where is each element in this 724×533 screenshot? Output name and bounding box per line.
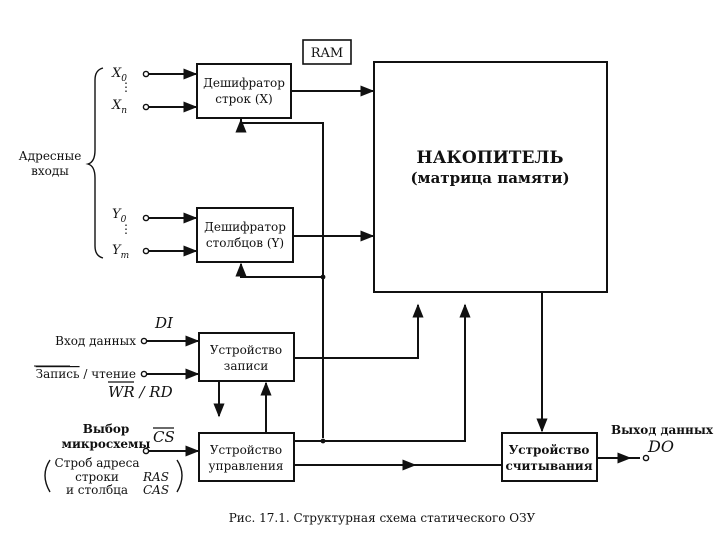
x0-terminal <box>142 70 150 78</box>
strobe-group: Строб адреса строки и столбца RAS CAS <box>44 456 183 497</box>
control-bus-junction <box>320 438 326 444</box>
control-device-block: Устройство управления <box>198 432 295 482</box>
cas-signal: CAS <box>143 483 169 497</box>
storage-label-line1: НАКОПИТЕЛЬ <box>417 148 564 168</box>
wr-rd-signal: WR / RD <box>108 383 173 401</box>
row-decoder-label-line2: строк (X) <box>215 92 273 106</box>
strobe-left-paren <box>44 459 51 493</box>
figure-caption: Рис. 17.1. Структурная схема статическог… <box>229 511 536 525</box>
xn-label: Xn <box>111 98 127 116</box>
control-device-label-line2: управления <box>209 459 284 473</box>
storage-matrix-block: НАКОПИТЕЛЬ (матрица памяти) <box>373 61 608 293</box>
data-in-input: DI Вход данных <box>55 314 200 348</box>
storage-label-line2: (матрица памяти) <box>410 169 569 187</box>
ras-signal: RAS <box>142 470 169 484</box>
data-out-label: Выход данных <box>611 423 714 437</box>
row-decoder-label-line1: Дешифратор <box>203 76 285 90</box>
y-ellipsis: ⋮ <box>120 222 132 236</box>
address-inputs-label-line1: Адресные <box>19 149 82 163</box>
read-device-label-line1: Устройство <box>509 443 590 457</box>
row-decoder-block: Дешифратор строк (X) <box>196 63 292 119</box>
data-in-signal: DI <box>154 314 174 332</box>
y0-label: Y0 <box>112 207 127 225</box>
address-inputs-group: Адресные входы <box>19 67 104 259</box>
strobe-label-line1: Строб адреса <box>55 456 140 470</box>
address-brace <box>85 67 104 259</box>
column-decoder-block: Дешифратор столбцов (Y) <box>196 207 294 263</box>
data-out-terminal <box>642 454 650 462</box>
control-device-label-line1: Устройство <box>210 443 282 457</box>
write-read-label: Запись / чтение <box>36 367 136 381</box>
x-ellipsis: ⋮ <box>120 80 132 94</box>
read-device-block: Устройство считывания <box>501 432 598 482</box>
ym-label: Ym <box>112 243 129 261</box>
junction-dot <box>320 274 326 280</box>
data-in-label: Вход данных <box>55 334 136 348</box>
data-out-signal: DO <box>647 437 674 456</box>
chip-select-input: Выбор микросхемы CS <box>62 422 200 457</box>
cs-terminal <box>142 447 150 455</box>
x-inputs: X0 ⋮ Xn <box>111 66 198 116</box>
y0-terminal <box>142 214 150 222</box>
ram-label: RAM <box>311 46 344 61</box>
strobe-label-line3: и столбца <box>66 483 128 497</box>
strobe-label-line2: строки <box>75 470 119 484</box>
write-device-label-line1: Устройство <box>210 343 282 357</box>
read-device-label-line2: считывания <box>505 459 592 473</box>
ram-tag: RAM <box>302 39 352 65</box>
control-to-row-decoder-wire <box>240 119 324 438</box>
column-decoder-label-line1: Дешифратор <box>204 220 286 234</box>
xn-terminal <box>142 103 150 111</box>
chip-select-label-line1: Выбор <box>83 422 130 436</box>
write-device-label-line2: записи <box>224 359 268 373</box>
data-in-terminal <box>140 337 148 345</box>
x0-label: X0 <box>111 66 127 84</box>
write-device-block: Устройство записи <box>198 332 295 382</box>
chip-select-label-line2: микросхемы <box>62 437 151 451</box>
address-inputs-label-line2: входы <box>31 164 69 178</box>
strobe-right-paren <box>176 459 183 493</box>
control-to-column-decoder-wire <box>235 262 323 278</box>
cs-signal: CS <box>153 428 175 446</box>
write-read-input: Запись / чтение WR / RD <box>34 365 200 401</box>
ym-terminal <box>142 247 150 255</box>
write-read-terminal <box>140 370 148 378</box>
control-to-storage-wire <box>294 303 471 442</box>
y-inputs: Y0 ⋮ Ym <box>112 207 198 261</box>
column-decoder-label-line2: столбцов (Y) <box>206 236 284 250</box>
write-device-to-storage-wire <box>294 303 424 359</box>
